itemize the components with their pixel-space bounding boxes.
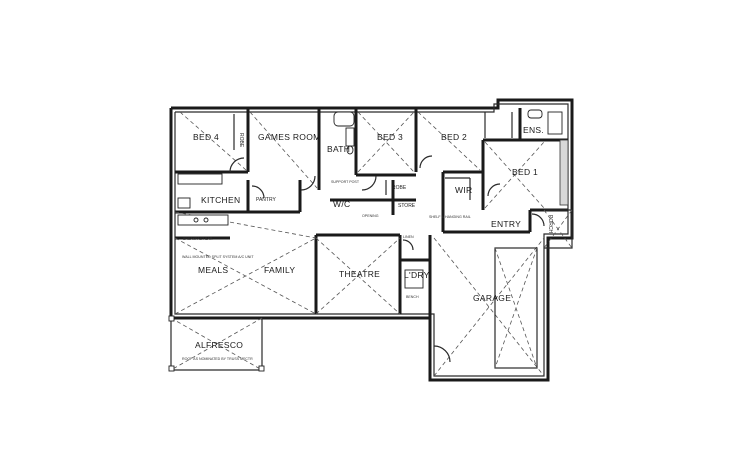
kitchen-fixtures xyxy=(177,173,229,226)
wc-label: W/C xyxy=(333,199,350,209)
porch-outline xyxy=(543,209,573,249)
garage-label: GARAGE xyxy=(473,293,511,303)
split-system-note: WALL MOUNTED SPLIT SYSTEM A/C UNIT xyxy=(182,255,254,259)
alfresco-outline xyxy=(168,315,265,372)
ceiling-diagonals xyxy=(174,111,545,377)
wir-label: WIR xyxy=(455,185,472,195)
bath-fixtures xyxy=(333,109,563,155)
alfresco-label: ALFRESCO xyxy=(195,340,243,350)
bed1-label: BED 1 xyxy=(512,167,538,177)
ensuite-screen xyxy=(559,139,569,206)
laundry-fixtures xyxy=(404,269,424,289)
porch-label: PORCH xyxy=(547,215,553,233)
family-label: FAMILY xyxy=(264,265,295,275)
meals-label: MEALS xyxy=(198,265,228,275)
bed3-label: BED 3 xyxy=(377,132,403,142)
theatre-label: THEATRE xyxy=(339,269,380,279)
pantry-label: PANTRY xyxy=(256,197,276,203)
laundry-label: L'DRY xyxy=(404,270,430,280)
shelf-note: SHELF & HANGING RAIL xyxy=(429,215,471,219)
entry-label: ENTRY xyxy=(491,219,521,229)
breakfast-note: BREAKFAST BAR xyxy=(183,237,213,241)
linen-note: LINEN xyxy=(403,235,414,239)
bench-note: BENCH xyxy=(406,295,419,299)
bath-label: BATH xyxy=(327,144,350,154)
robe-shelves xyxy=(233,112,513,200)
games-room-label: GAMES ROOM xyxy=(258,132,321,142)
kitchen-label: KITCHEN xyxy=(201,195,240,205)
door-swings xyxy=(229,155,545,363)
outer-walls xyxy=(169,98,574,382)
opening-note: OPENING xyxy=(362,214,379,218)
robe2-label: ROBE xyxy=(392,185,407,191)
bed4-label: BED 4 xyxy=(193,132,219,142)
garage-door xyxy=(494,247,538,369)
robe-label: ROBE xyxy=(238,133,244,148)
ensuite-label: ENS. xyxy=(523,125,544,135)
support-post-note: SUPPORT POST xyxy=(331,180,360,184)
bed2-label: BED 2 xyxy=(441,132,467,142)
alfresco-roof-note: ROOF AS NOMINATED BY TRUSS MFCTR xyxy=(182,357,253,361)
store-label: STORE xyxy=(398,203,416,209)
